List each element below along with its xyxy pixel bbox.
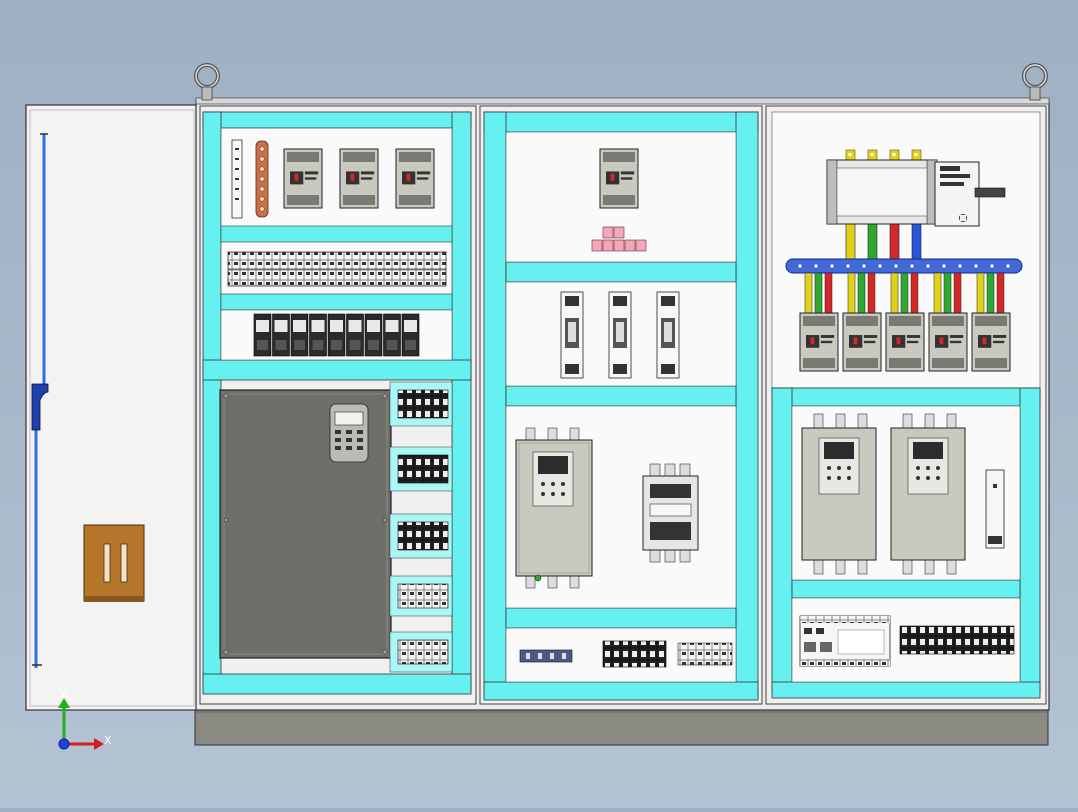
terminal-block [397, 521, 449, 551]
phase-dropper [976, 272, 985, 318]
axis-x-label: X [104, 734, 112, 747]
relay-module [383, 313, 401, 357]
mccb-breaker [283, 148, 323, 209]
door-handle[interactable] [83, 524, 145, 602]
terminal-block [677, 642, 733, 666]
fuse-isolator [656, 291, 680, 379]
plc-unit [799, 615, 891, 667]
fuse-block [591, 226, 647, 252]
lifting-eye-icon [194, 63, 220, 101]
phase-dropper [824, 272, 833, 318]
phase-dropper [814, 272, 823, 318]
soft-starter [515, 427, 593, 589]
mccb-breaker [339, 148, 379, 209]
phase-dropper [867, 272, 876, 318]
relay-module [327, 313, 346, 357]
phase-dropper [804, 272, 813, 318]
lifting-eye-icon [1022, 63, 1048, 101]
mccb-breaker [799, 312, 839, 372]
relay-module [346, 313, 364, 357]
terminal-block [397, 389, 449, 419]
relay-module [290, 313, 309, 357]
mccb-breaker [928, 312, 968, 372]
soft-starter [890, 413, 966, 575]
phase-dropper [857, 272, 866, 318]
terminal-block [397, 454, 449, 484]
vfd-drive [219, 389, 392, 659]
phase-dropper [910, 272, 919, 318]
fuse-isolator [560, 291, 584, 379]
phase-dropper [933, 272, 942, 318]
phase-bar [889, 223, 900, 263]
phase-dropper [900, 272, 909, 318]
relay-module [309, 313, 327, 357]
relay-module [253, 313, 272, 357]
relay-module [272, 313, 290, 357]
phase-bar [845, 223, 856, 263]
terminal-block [397, 639, 449, 665]
contactor [642, 463, 699, 563]
phase-dropper [996, 272, 1005, 318]
rotary-handle[interactable] [934, 161, 1006, 227]
axis-triad-icon: Y X [58, 688, 112, 750]
main-switch [826, 149, 938, 263]
fuse-isolator [608, 291, 632, 379]
soft-starter [801, 413, 877, 575]
earth-busbar [255, 140, 269, 218]
mccb-breaker [395, 148, 435, 209]
phase-dropper [953, 272, 962, 318]
distribution-busbar [785, 258, 1023, 274]
terminal-block [602, 640, 667, 668]
relay-module [364, 313, 383, 357]
vfd-keypad[interactable] [329, 403, 369, 463]
phase-dropper [943, 272, 952, 318]
mccb-breaker [885, 312, 925, 372]
mccb-breaker [599, 148, 639, 209]
cabinet-plinth [194, 707, 1049, 746]
mccb-breaker [971, 312, 1011, 372]
mccb-breaker [842, 312, 882, 372]
terminal-block [397, 583, 449, 609]
bay-right [765, 105, 1047, 705]
phase-bar [911, 223, 922, 263]
cabinet-door[interactable] [25, 104, 199, 711]
relay-module [401, 313, 420, 357]
axis-y-label: Y [59, 688, 67, 701]
phase-dropper [986, 272, 995, 318]
bay-middle [479, 105, 763, 705]
terminal-block [899, 625, 1015, 655]
phase-bar [867, 223, 878, 263]
terminal-block [519, 649, 573, 663]
signal-module [985, 469, 1005, 549]
phase-dropper [890, 272, 899, 318]
phase-dropper [847, 272, 856, 318]
bay-left [199, 105, 477, 705]
